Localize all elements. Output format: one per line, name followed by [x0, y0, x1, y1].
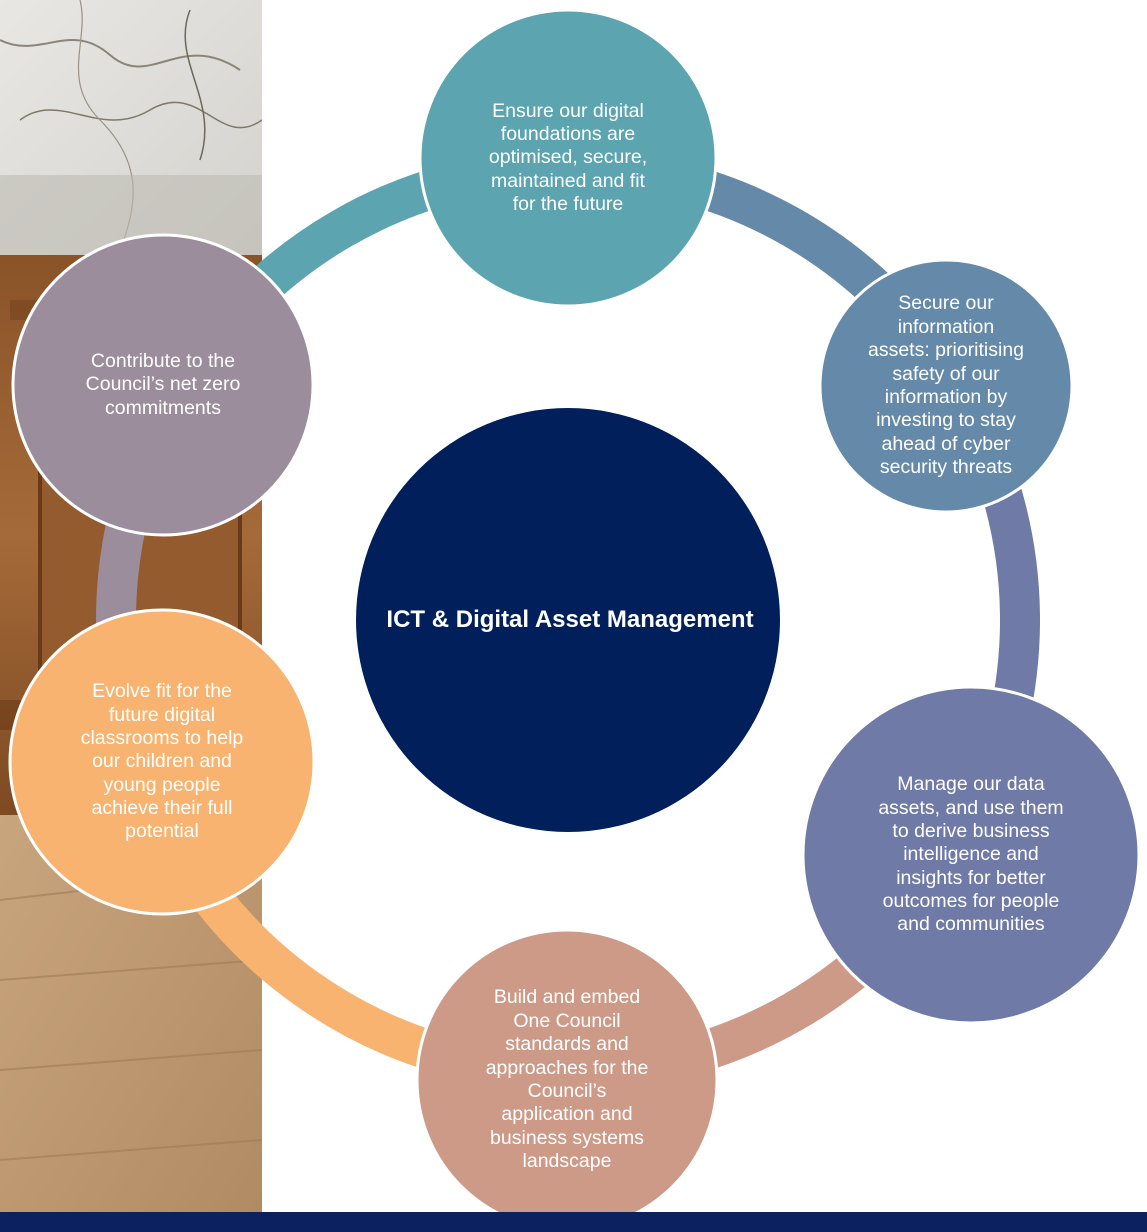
- node-circle-top: [418, 8, 718, 308]
- node-circle-lower-left: [8, 608, 316, 916]
- node-circle-lower-right: [801, 685, 1141, 1025]
- footer-band: [0, 1212, 1147, 1232]
- center-title: ICT & Digital Asset Management: [386, 606, 754, 634]
- center-circle: [356, 408, 780, 832]
- node-circles: [8, 8, 1141, 1232]
- node-circle-upper-left: [11, 233, 315, 537]
- node-circle-upper-right: [818, 258, 1074, 514]
